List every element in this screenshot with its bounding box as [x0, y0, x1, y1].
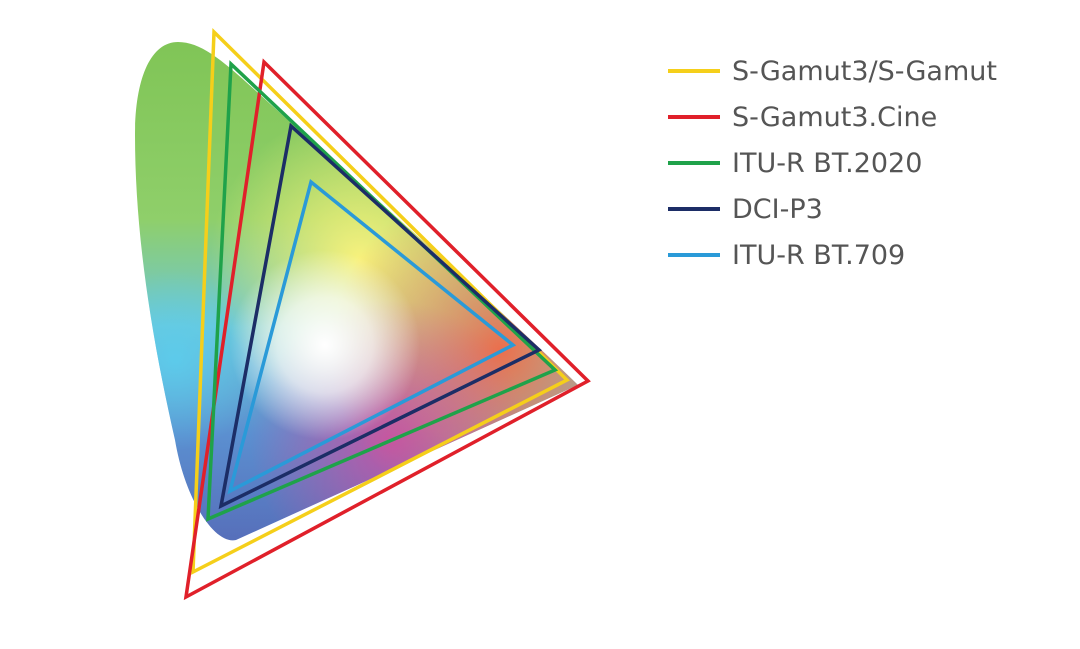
- legend-swatch-bt709: [668, 253, 720, 257]
- legend-label-sgamut3: S-Gamut3/S-Gamut: [732, 55, 997, 87]
- legend-label-bt2020: ITU-R BT.2020: [732, 147, 923, 179]
- gamut-sgamut3cine-triangle: [183, 58, 591, 601]
- legend-item-bt709: ITU-R BT.709: [668, 232, 1068, 278]
- chromaticity-locus: [135, 42, 578, 541]
- legend-swatch-sgamut3: [668, 69, 720, 73]
- gamut-dcip3-triangle: [218, 122, 543, 510]
- gamut-sgamut3-triangle: [191, 27, 570, 575]
- legend-item-dcip3: DCI-P3: [668, 186, 1068, 232]
- legend-item-sgamut3: S-Gamut3/S-Gamut: [668, 48, 1068, 94]
- gamut-bt709-triangle: [227, 178, 517, 495]
- legend: S-Gamut3/S-Gamut S-Gamut3.Cine ITU-R BT.…: [668, 48, 1068, 278]
- legend-item-bt2020: ITU-R BT.2020: [668, 140, 1068, 186]
- legend-label-dcip3: DCI-P3: [732, 193, 823, 225]
- legend-label-bt709: ITU-R BT.709: [732, 239, 906, 271]
- legend-swatch-bt2020: [668, 161, 720, 165]
- legend-swatch-dcip3: [668, 207, 720, 211]
- legend-label-sgamut3cine: S-Gamut3.Cine: [732, 101, 938, 133]
- gamut-triangles: [183, 27, 591, 601]
- legend-item-sgamut3cine: S-Gamut3.Cine: [668, 94, 1068, 140]
- legend-swatch-sgamut3cine: [668, 115, 720, 119]
